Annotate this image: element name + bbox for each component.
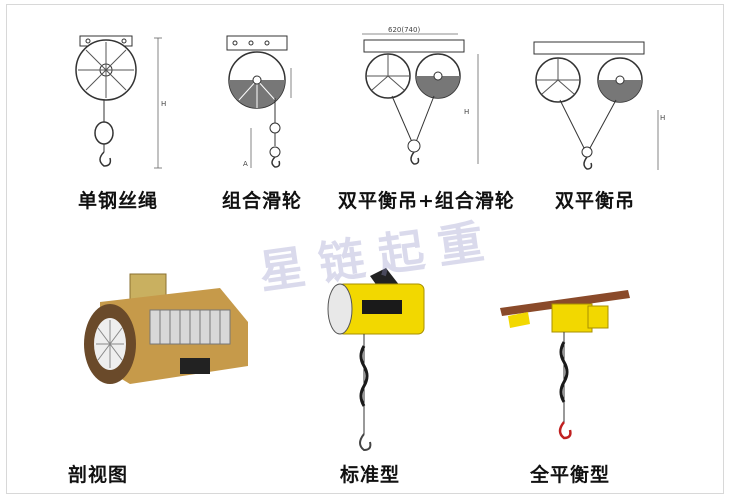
caption-full-balance: 全平衡型	[530, 464, 611, 486]
caption-double-balance: 双平衡吊	[555, 190, 636, 212]
diagram-double-balance-combo: 620(740) H	[352, 24, 492, 178]
caption-single-wire: 单钢丝绳	[78, 190, 159, 212]
dim-h-label: H	[161, 100, 166, 108]
image-full-balance	[500, 282, 650, 452]
dim-h-label-4: H	[660, 114, 665, 122]
dim-h-label-3: H	[464, 108, 469, 116]
diagram-double-balance: H	[528, 30, 678, 180]
image-cutaway	[70, 262, 270, 412]
dim-width-label: 620(740)	[388, 26, 420, 34]
image-standard	[320, 266, 430, 456]
caption-combo-pulley: 组合滑轮	[222, 190, 303, 212]
diagram-single-wire: H	[60, 28, 180, 178]
caption-standard: 标准型	[340, 464, 401, 486]
dim-a-label: A	[243, 160, 248, 168]
caption-cutaway: 剖视图	[68, 464, 129, 486]
diagram-combo-pulley: A	[215, 28, 315, 178]
caption-double-balance-combo: 双平衡吊+组合滑轮	[338, 190, 515, 212]
image-frame	[6, 4, 724, 494]
